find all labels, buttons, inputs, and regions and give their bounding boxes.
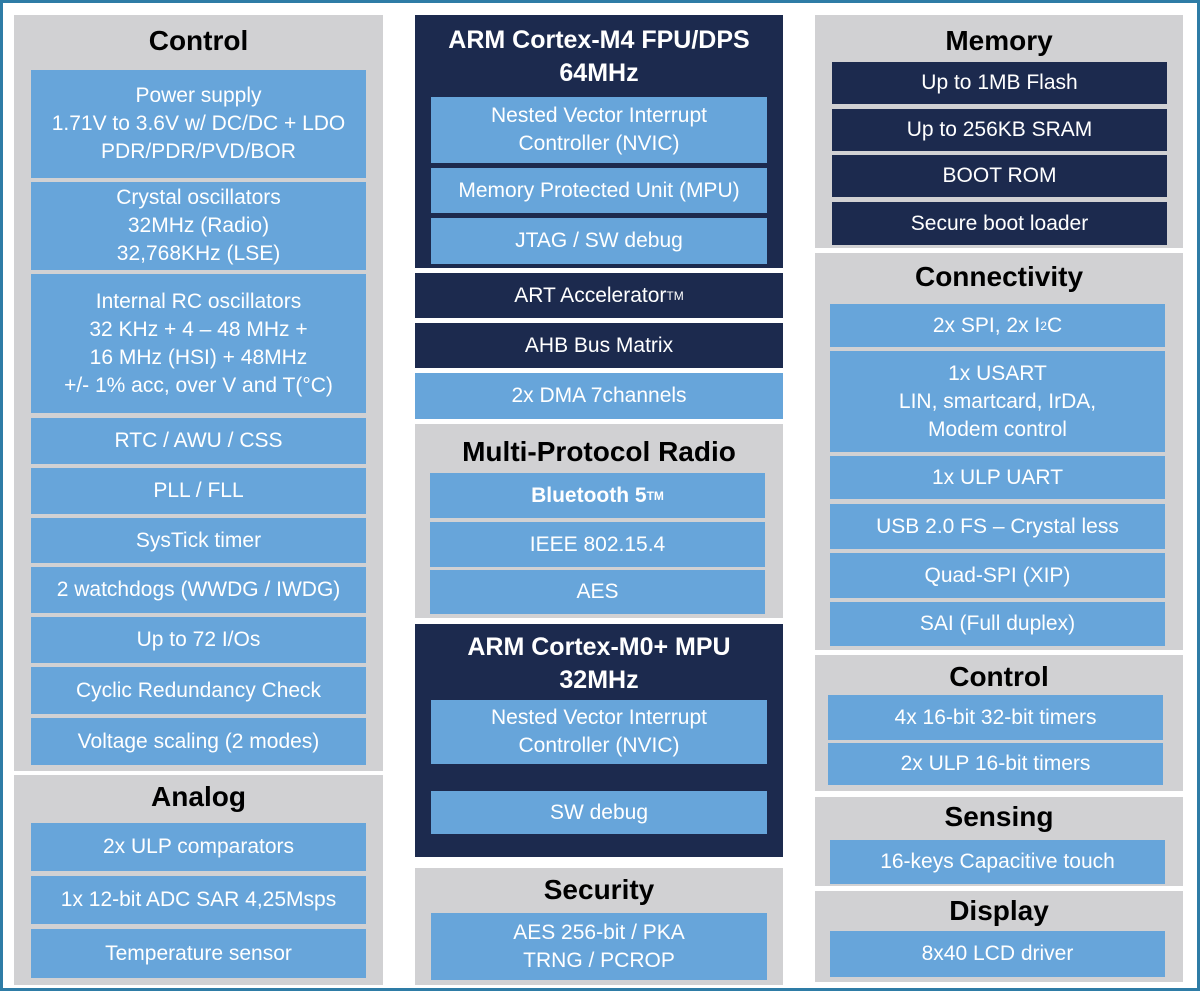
usart-block: 1x USART LIN, smartcard, IrDA, Modem con… <box>830 351 1165 452</box>
boot-rom-block: BOOT ROM <box>832 155 1167 197</box>
jtag-block: JTAG / SW debug <box>431 218 767 264</box>
ahb-bus-block: AHB Bus Matrix <box>415 323 783 368</box>
cortex-m0-title: ARM Cortex-M0+ MPU <box>467 633 731 661</box>
cortex-m0-frequency: 32MHz <box>559 666 639 694</box>
dma-block: 2x DMA 7channels <box>415 373 783 419</box>
internal-rc-block: Internal RC oscillators 32 KHz + 4 – 48 … <box>31 274 366 413</box>
flash-block: Up to 1MB Flash <box>832 62 1167 104</box>
connectivity-title: Connectivity <box>914 261 1084 292</box>
power-supply-block: Power supply 1.71V to 3.6V w/ DC/DC + LD… <box>31 70 366 178</box>
ulp-timers-block: 2x ULP 16-bit timers <box>828 743 1163 785</box>
comparators-block: 2x ULP comparators <box>31 823 366 871</box>
ios-block: Up to 72 I/Os <box>31 617 366 663</box>
timers-block: 4x 16-bit 32-bit timers <box>828 695 1163 740</box>
cortex-m4-title: ARM Cortex-M4 FPU/DPS <box>448 26 750 54</box>
art-trademark: TM <box>666 288 684 303</box>
systick-block: SysTick timer <box>31 518 366 563</box>
control-title: Control <box>148 25 249 56</box>
aes-block: AES <box>430 570 765 614</box>
ulp-uart-block: 1x ULP UART <box>830 456 1165 499</box>
crc-block: Cyclic Redundancy Check <box>31 667 366 714</box>
lcd-driver-block: 8x40 LCD driver <box>830 931 1165 977</box>
i2c-superscript: 2 <box>1040 318 1047 333</box>
usb-block: USB 2.0 FS – Crystal less <box>830 504 1165 549</box>
adc-block: 1x 12-bit ADC SAR 4,25Msps <box>31 876 366 924</box>
analog-title: Analog <box>151 781 246 812</box>
m0-nvic-block: Nested Vector Interrupt Controller (NVIC… <box>431 700 767 764</box>
m4-nvic-block: Nested Vector Interrupt Controller (NVIC… <box>431 97 767 163</box>
sram-block: Up to 256KB SRAM <box>832 109 1167 151</box>
timers-control-title: Control <box>949 661 1049 692</box>
security-title: Security <box>543 874 655 905</box>
i2c-suffix: C <box>1046 313 1063 337</box>
sai-block: SAI (Full duplex) <box>830 602 1165 646</box>
sw-debug-block: SW debug <box>431 791 767 834</box>
crystal-oscillators-block: Crystal oscillators 32MHz (Radio) 32,768… <box>31 182 366 270</box>
sensing-title: Sensing <box>944 801 1054 832</box>
quad-spi-block: Quad-SPI (XIP) <box>830 553 1165 598</box>
mpu-block: Memory Protected Unit (MPU) <box>431 168 767 213</box>
watchdogs-block: 2 watchdogs (WWDG / IWDG) <box>31 567 366 613</box>
temperature-sensor-block: Temperature sensor <box>31 929 366 978</box>
display-title: Display <box>949 895 1049 926</box>
security-block: AES 256-bit / PKA TRNG / PCROP <box>431 913 767 980</box>
memory-title: Memory <box>945 25 1053 56</box>
rtc-block: RTC / AWU / CSS <box>31 418 366 464</box>
spi-label: 2x SPI, 2x I <box>932 313 1041 337</box>
ieee-block: IEEE 802.15.4 <box>430 522 765 567</box>
art-label: ART Accelerator <box>514 283 667 307</box>
cortex-m4-frequency: 64MHz <box>559 59 639 87</box>
voltage-scaling-block: Voltage scaling (2 modes) <box>31 718 366 765</box>
capacitive-touch-block: 16-keys Capacitive touch <box>830 840 1165 884</box>
radio-title: Multi-Protocol Radio <box>462 436 736 467</box>
pll-block: PLL / FLL <box>31 468 366 514</box>
secure-boot-block: Secure boot loader <box>832 202 1167 245</box>
bluetooth-trademark: TM <box>646 488 664 503</box>
bluetooth-label: Bluetooth 5 <box>531 483 647 507</box>
